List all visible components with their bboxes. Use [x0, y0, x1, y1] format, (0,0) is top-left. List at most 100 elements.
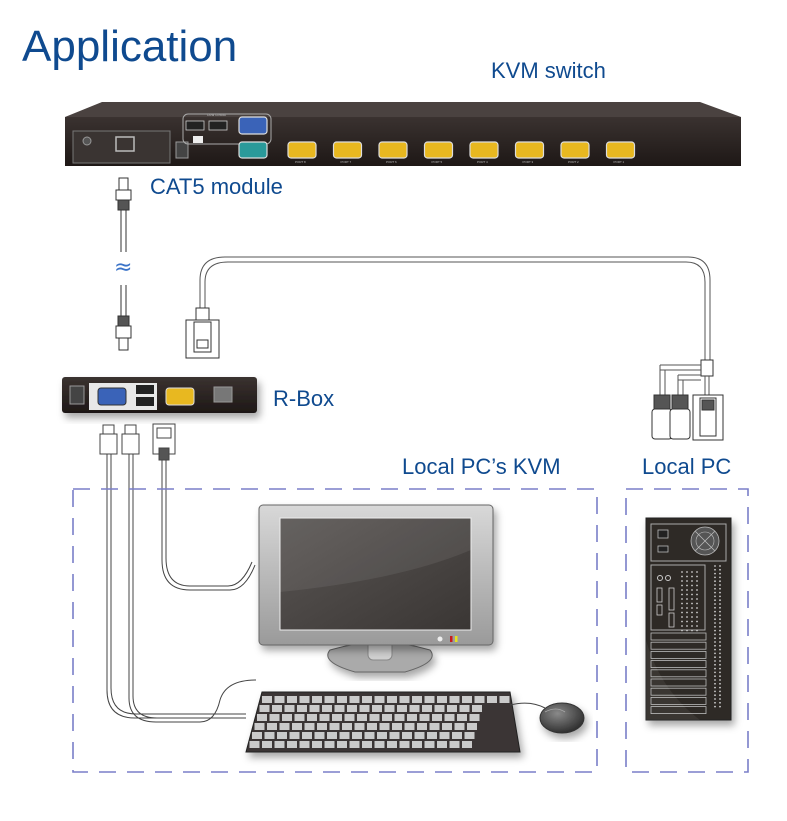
cat5-cable: [115, 177, 132, 351]
power-jack-icon: [175, 141, 189, 159]
key: [317, 723, 327, 730]
ps2-port-icon: [657, 575, 663, 581]
kvm-port-label: PORT 3: [523, 160, 534, 164]
keyboard-keys: [249, 696, 510, 748]
expansion-slot: [650, 669, 707, 678]
key: [352, 732, 362, 739]
pc-tower: [645, 517, 732, 721]
psu-panel: [650, 523, 727, 562]
expansion-slot: [650, 651, 707, 659]
kvm-switch-label: KVM switch: [491, 58, 606, 83]
key: [304, 723, 315, 730]
key: [464, 732, 475, 739]
key: [337, 741, 347, 748]
key: [302, 732, 312, 739]
key: [417, 723, 427, 730]
key: [364, 732, 375, 739]
key: [487, 696, 497, 703]
kvm-port-label: PORT 6: [386, 160, 397, 164]
r-box-device: [62, 377, 257, 413]
cat5-module-label: CAT5 module: [150, 174, 283, 199]
mouse-body: [539, 702, 585, 734]
key: [459, 705, 470, 712]
r-box-cables: [99, 423, 257, 723]
key: [392, 723, 402, 730]
key: [447, 705, 457, 712]
key: [377, 732, 387, 739]
console-usb-port-1: [185, 120, 205, 131]
key: [449, 741, 460, 748]
expansion-slot: [650, 678, 707, 687]
mouse: [509, 702, 585, 734]
key: [384, 705, 395, 712]
r-box-usb-port-2: [136, 397, 154, 406]
key: [312, 741, 322, 748]
key: [262, 696, 272, 703]
led-red: [450, 636, 453, 642]
kvm-port: [287, 141, 317, 159]
key: [299, 741, 310, 748]
cable-break-icon: ≈: [114, 255, 132, 280]
key: [419, 714, 430, 721]
expansion-slots: [650, 632, 707, 714]
key: [474, 696, 485, 703]
key: [327, 732, 337, 739]
local-pcs-kvm-box: [72, 488, 598, 773]
kvm-port: [605, 141, 636, 159]
kvm-port-label: PORT 7: [341, 160, 352, 164]
key: [399, 741, 410, 748]
key: [454, 723, 465, 730]
key: [409, 705, 420, 712]
r-box-vga-port: [97, 387, 127, 406]
cat5-module-bay: [72, 130, 171, 164]
key: [414, 732, 425, 739]
key: [322, 705, 332, 712]
key: [362, 741, 372, 748]
r-box-rj45-port: [213, 386, 233, 403]
kvm-port-label: PORT 5: [432, 160, 443, 164]
console-usb-port-2: [208, 120, 228, 131]
key: [282, 714, 292, 721]
key: [499, 696, 510, 703]
key: [309, 705, 320, 712]
key: [262, 741, 272, 748]
key: [379, 723, 390, 730]
key: [394, 714, 405, 721]
key: [399, 696, 410, 703]
key: [427, 732, 437, 739]
power-socket-icon: [657, 529, 669, 539]
key: [349, 741, 360, 748]
daisy-chain-port: [238, 141, 268, 159]
key: [269, 714, 280, 721]
key: [472, 705, 482, 712]
key: [412, 741, 422, 748]
key: [424, 741, 435, 748]
key: [257, 714, 267, 721]
kvm-port-label: PORT 1: [614, 160, 625, 164]
key: [389, 732, 400, 739]
kvm-port: [332, 141, 363, 159]
key: [374, 741, 385, 748]
key: [249, 741, 260, 748]
key: [429, 723, 440, 730]
key: [334, 705, 345, 712]
screen-glare: [280, 518, 471, 592]
key: [307, 714, 317, 721]
keyboard: [245, 691, 521, 753]
key: [292, 723, 302, 730]
key: [319, 714, 330, 721]
key: [267, 723, 277, 730]
key: [387, 696, 397, 703]
key: [467, 723, 477, 730]
key: [314, 732, 325, 739]
key: [337, 696, 347, 703]
key: [374, 696, 385, 703]
key: [344, 714, 355, 721]
key: [347, 705, 357, 712]
key: [402, 732, 412, 739]
key: [437, 696, 447, 703]
key: [387, 741, 397, 748]
key: [457, 714, 467, 721]
key: [324, 741, 335, 748]
console-label: Local Console: [207, 113, 226, 117]
